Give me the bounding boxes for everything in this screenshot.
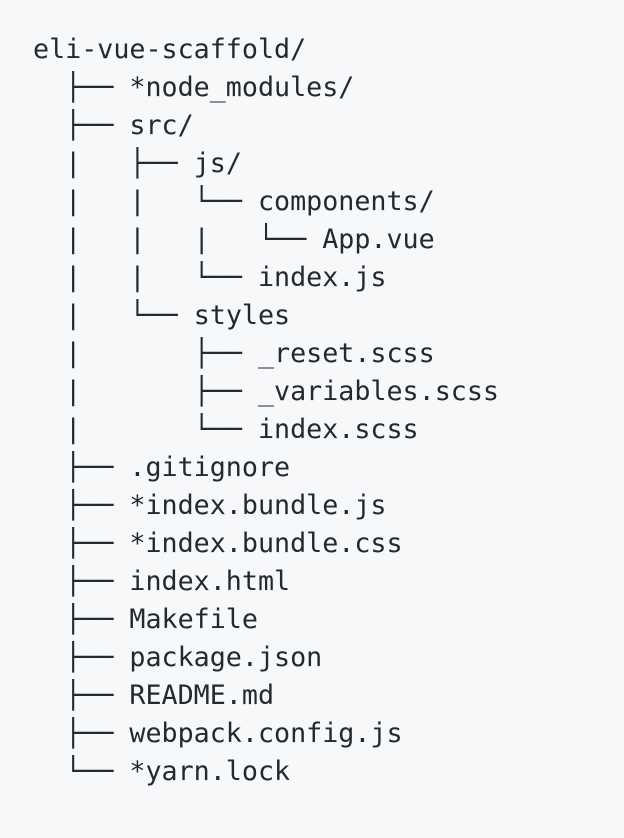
file-name: index.html (129, 566, 291, 597)
tree-line: ├── *index.bundle.css (33, 525, 499, 563)
file-name: App.vue (322, 224, 435, 255)
tree-connector: ├── (33, 110, 130, 141)
file-name: package.json (129, 642, 323, 673)
file-name: _variables.scss (257, 376, 499, 407)
tree-line: | | └── index.js (33, 259, 499, 297)
tree-line: ├── README.md (33, 677, 499, 715)
folder-name: eli-vue-scaffold/ (33, 34, 307, 65)
tree-line: | ├── js/ (33, 145, 499, 183)
tree-line: ├── src/ (33, 107, 499, 145)
tree-connector: | ├── (33, 338, 258, 369)
file-name: Makefile (129, 604, 258, 635)
tree-connector: ├── (33, 718, 130, 749)
tree-line: | | └── components/ (33, 183, 499, 221)
tree-connector: ├── (33, 604, 130, 635)
tree-connector: ├── (33, 72, 130, 103)
folder-name: *node_modules/ (129, 72, 355, 103)
tree-connector: | ├── (33, 376, 258, 407)
tree-connector: | | └── (33, 186, 258, 217)
tree-line: ├── *index.bundle.js (33, 487, 499, 525)
file-name: *index.bundle.css (129, 528, 403, 559)
file-name: webpack.config.js (129, 718, 403, 749)
tree-line: ├── index.html (33, 563, 499, 601)
tree-connector: ├── (33, 490, 130, 521)
tree-line: └── *yarn.lock (33, 753, 499, 791)
tree-connector: ├── (33, 528, 130, 559)
tree-connector: | | └── (33, 262, 258, 293)
tree-line: | ├── _reset.scss (33, 335, 499, 373)
file-name: .gitignore (129, 452, 291, 483)
tree-connector: ├── (33, 452, 130, 483)
tree-line: ├── Makefile (33, 601, 499, 639)
directory-tree: eli-vue-scaffold/ ├── *node_modules/ ├──… (33, 31, 499, 791)
tree-line: ├── package.json (33, 639, 499, 677)
tree-line: | └── index.scss (33, 411, 499, 449)
tree-connector: ├── (33, 566, 130, 597)
tree-connector: ├── (33, 642, 130, 673)
folder-name: components/ (257, 186, 435, 217)
folder-name: js/ (193, 148, 242, 179)
file-name: *yarn.lock (129, 756, 291, 787)
tree-line: | ├── _variables.scss (33, 373, 499, 411)
tree-connector: └── (33, 756, 130, 787)
tree-connector: | └── (33, 414, 258, 445)
tree-line: ├── webpack.config.js (33, 715, 499, 753)
file-name: index.js (257, 262, 387, 293)
file-name: README.md (129, 680, 275, 711)
tree-connector: | └── (33, 300, 194, 331)
file-name: *index.bundle.js (129, 490, 387, 521)
tree-line: ├── *node_modules/ (33, 69, 499, 107)
tree-line: | └── styles (33, 297, 499, 335)
tree-connector: ├── (33, 680, 130, 711)
file-name: _reset.scss (257, 338, 435, 369)
folder-name: styles (193, 300, 291, 331)
file-name: index.scss (257, 414, 419, 445)
tree-line: ├── .gitignore (33, 449, 499, 487)
tree-line-root: eli-vue-scaffold/ (33, 31, 499, 69)
tree-connector: | ├── (33, 148, 194, 179)
tree-connector: | | | └── (33, 224, 323, 255)
tree-line: | | | └── App.vue (33, 221, 499, 259)
folder-name: src/ (129, 110, 194, 141)
